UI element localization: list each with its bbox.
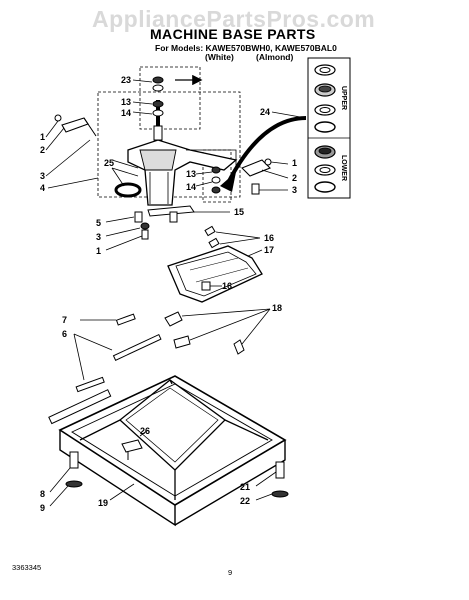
callout-2-left: 2 xyxy=(40,145,45,155)
callout-numbers: 23 13 14 24 1 2 25 3 4 13 14 1 2 3 15 5 … xyxy=(40,75,297,513)
callout-16-upper: 16 xyxy=(264,233,274,243)
lower-label: LOWER xyxy=(340,155,347,181)
callout-14-upper: 14 xyxy=(121,108,131,118)
callout-23: 23 xyxy=(121,75,131,85)
callout-26: 26 xyxy=(140,426,150,436)
callout-leader-lines xyxy=(45,79,307,507)
document-number: 3363345 xyxy=(12,563,42,572)
callout-22: 22 xyxy=(240,496,250,506)
upper-label: UPPER xyxy=(340,86,347,110)
callout-21: 21 xyxy=(240,482,250,492)
clips-18 xyxy=(164,311,245,355)
callout-25: 25 xyxy=(104,158,114,168)
support-plate-17 xyxy=(167,225,263,303)
model-numbers: For Models: KAWE570BWH0, KAWE570BAL0 xyxy=(155,43,337,53)
callout-13-upper: 13 xyxy=(121,97,131,107)
curved-arrow-head xyxy=(220,172,236,192)
callout-1-right: 1 xyxy=(292,158,297,168)
color-white-label: (White) xyxy=(205,52,234,62)
callout-3-left: 3 xyxy=(40,171,45,181)
curved-pointer-arrow xyxy=(226,116,307,184)
strips-6-7 xyxy=(48,313,162,425)
watermark-text: AppliancePartsPros.com xyxy=(92,6,376,32)
callout-13-lower: 13 xyxy=(186,169,196,179)
callout-2-right: 2 xyxy=(292,173,297,183)
upper-lower-parts-box: UPPER LOWER xyxy=(307,57,351,199)
callout-15: 15 xyxy=(234,207,244,217)
callout-14-lower: 14 xyxy=(186,182,196,192)
bracket-and-fasteners xyxy=(134,205,195,240)
callout-8: 8 xyxy=(40,489,45,499)
callout-1-left: 1 xyxy=(40,132,45,142)
callout-1-middle: 1 xyxy=(96,246,101,256)
callout-7: 7 xyxy=(62,315,67,325)
color-almond-label: (Almond) xyxy=(256,52,294,62)
callout-4: 4 xyxy=(40,183,45,193)
callout-24: 24 xyxy=(260,107,270,117)
diagram-title: MACHINE BASE PARTS xyxy=(150,26,316,42)
callout-6: 6 xyxy=(62,329,67,339)
lower-bearing-parts xyxy=(314,145,336,193)
callout-19: 19 xyxy=(98,498,108,508)
callout-17: 17 xyxy=(264,245,274,255)
transmission-assembly xyxy=(54,74,272,206)
callout-9: 9 xyxy=(40,503,45,513)
page-number: 9 xyxy=(228,568,233,577)
callout-16-lower: 16 xyxy=(222,281,232,291)
callout-3-middle: 3 xyxy=(96,232,101,242)
callout-5: 5 xyxy=(96,218,101,228)
callout-18: 18 xyxy=(272,303,282,313)
upper-bearing-parts xyxy=(314,64,336,133)
machine-base-19 xyxy=(58,375,289,527)
callout-3-right: 3 xyxy=(292,185,297,195)
